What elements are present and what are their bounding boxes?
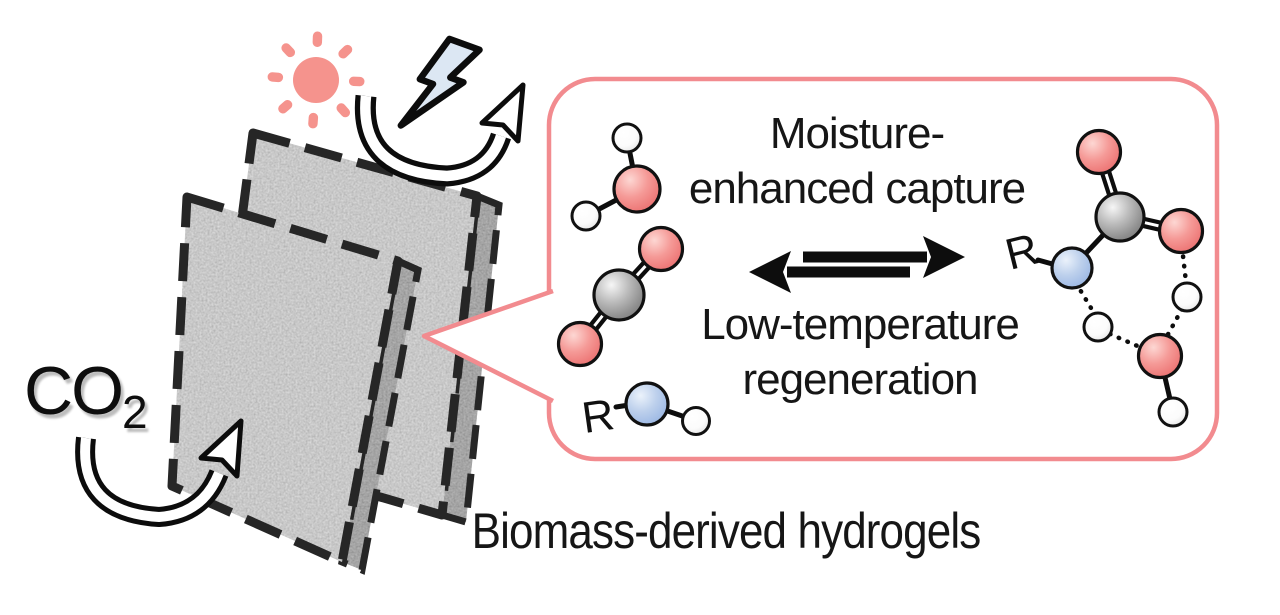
oxygen-atom [1157, 207, 1205, 255]
oxygen-atom [556, 320, 604, 368]
capture-caption-line1: Moisture- [769, 109, 945, 158]
carbon-atom [592, 268, 646, 322]
hydrogel-panel-front [167, 192, 422, 575]
energy-release-arrow-icon [354, 82, 526, 187]
oxygen-atom [637, 225, 685, 273]
nitrogen-atom [624, 381, 670, 427]
oxygen-atom [1136, 332, 1184, 380]
speech-bubble-tail [421, 288, 555, 404]
co2-formula: CO [24, 353, 124, 429]
nitrogen-atom [1050, 246, 1094, 290]
sun-icon [267, 31, 365, 129]
co2-molecule [556, 225, 685, 368]
capture-caption-line2: enhanced capture [688, 164, 1026, 213]
lightning-icon [397, 35, 483, 129]
oxygen-atom [612, 164, 662, 214]
water-molecule [570, 122, 662, 232]
hydrogen-atom [681, 406, 711, 436]
hydrogen-atom [1157, 396, 1189, 428]
figure-caption: Biomass-derived hydrogels [471, 503, 982, 559]
carbon-atom [1094, 191, 1146, 243]
regeneration-caption: Low-temperature regeneration [650, 297, 1070, 407]
co2-inflow-arrow-icon [75, 418, 244, 528]
equilibrium-arrows-icon [749, 236, 965, 293]
hydrogen-atom [1082, 311, 1114, 343]
capture-caption: Moisture- enhanced capture [652, 106, 1062, 216]
hydrogen-atom [570, 200, 602, 232]
amine-molecule: R [579, 381, 711, 443]
carbamate-water-complex: R [1001, 128, 1205, 428]
co2-label: CO2 [24, 352, 148, 438]
regeneration-caption-line2: regeneration [742, 355, 978, 404]
oxygen-atom [1075, 128, 1123, 176]
hydrogen-atom [611, 122, 643, 154]
co2-subscript: 2 [122, 386, 148, 438]
hydrogel-panels [167, 128, 503, 575]
hydrogen-atom [1171, 281, 1203, 313]
amine-r-label: R [579, 390, 617, 443]
regeneration-caption-line1: Low-temperature [701, 300, 1020, 349]
